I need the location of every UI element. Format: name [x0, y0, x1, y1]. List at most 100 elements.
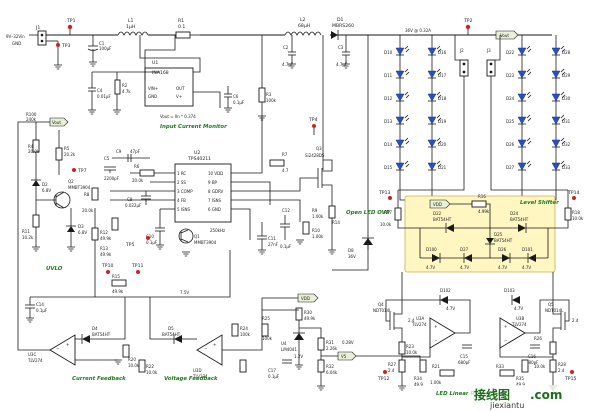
resistor-r21: R21 1.00k	[430, 364, 455, 385]
uvlo-vin-tag: Vout	[52, 120, 61, 125]
u2-pin-vdd: 10 VDD	[208, 171, 223, 176]
r26-value: 10.0k	[534, 364, 546, 369]
r2-value: 4.7k	[122, 89, 131, 94]
r2-ref: R2	[122, 83, 128, 88]
ground-icon	[113, 109, 121, 115]
u4-ref: U4	[281, 341, 287, 346]
r13-ref: R13	[100, 246, 108, 251]
d8-ref: D8	[348, 248, 354, 253]
r18-ref: R18	[572, 210, 580, 215]
linear-regulators: Q4 NDT014L Q5 NDT014L + − U3A TLV274 + −…	[356, 272, 579, 397]
tp13-label: TP13	[378, 190, 390, 196]
svg-text:VIN+: VIN+	[148, 86, 158, 91]
u2-pin-ss: 2 SS	[177, 180, 186, 185]
ovp-block: Open LED OVP D8 36V R14	[332, 210, 390, 271]
d5-part: BAT54HT	[162, 332, 181, 337]
d100-value: 4.7V	[426, 265, 435, 270]
u3d-part: TLV274	[192, 374, 208, 379]
led-label: D33	[562, 165, 571, 170]
c15-ref: C15	[460, 354, 468, 359]
r6-ref: R6	[134, 164, 140, 169]
resistor-r17: R17 10.0k	[380, 190, 420, 229]
r16-value: 4.99k	[478, 209, 490, 214]
svg-text:GND: GND	[148, 94, 157, 99]
r12-ref: R12	[100, 230, 108, 235]
led-d12: D12	[384, 91, 410, 102]
r22-value: 10.0k	[146, 370, 158, 375]
capacitor-c16: C16 680pF	[526, 344, 540, 365]
r24-ref: R24	[240, 326, 248, 331]
input-jack: J1 9V–32Vin GND	[6, 25, 47, 46]
q4-part: NDT014L	[373, 308, 392, 313]
r10-value: 1.00k	[312, 234, 324, 239]
capacitor-c1: C1 100µF	[87, 35, 112, 62]
j2-ref: J2	[459, 48, 464, 53]
svg-text:+: +	[434, 324, 437, 329]
r7-value: 4.7	[282, 168, 289, 173]
c9-ref: C9	[116, 149, 122, 154]
led-d24: D24	[506, 91, 532, 102]
capacitor-c5: C5 2200pF	[104, 156, 120, 181]
r100-value: 240k	[26, 117, 37, 122]
r3-value: 100k	[266, 98, 277, 103]
capacitor-c12: C12 0.1µF	[280, 208, 292, 249]
vout-tag: Vout	[495, 30, 519, 40]
l2-ref: L2	[300, 17, 306, 23]
led-label: D28	[562, 50, 571, 55]
jumper-j2: J2	[459, 48, 469, 77]
svg-text:+: +	[66, 342, 69, 347]
ground-icon	[328, 249, 336, 255]
d102-ref: D102	[440, 288, 451, 293]
ground-icon	[317, 385, 325, 391]
led-d19: D19	[427, 114, 447, 125]
c5-value: 2200pF	[104, 176, 120, 181]
tp11-label: TP11	[131, 263, 143, 269]
u2-pin-comp: 3 COMP	[177, 189, 193, 194]
u2-pin-bp: 9 BP	[208, 180, 218, 185]
diode-d1: D1 MBRS260	[331, 17, 354, 40]
r31-value: 2.26k	[326, 346, 338, 351]
led-d30: D30	[551, 91, 571, 102]
controller-u2: U2 TPS40211 1 RC 2 SS 3 COMP 4 FB 5 ISNS…	[174, 150, 232, 233]
svg-text:+: +	[504, 324, 507, 329]
c1-ref: C1	[99, 41, 105, 46]
tp7-label: TP7	[77, 168, 87, 174]
q2-part: MMBT3904	[68, 185, 91, 190]
led-label: D14	[384, 142, 393, 147]
u3b-part: TLV274	[511, 322, 527, 327]
led-label: D25	[506, 119, 515, 124]
testpoint-tp10: TP10	[101, 263, 113, 274]
current-feedback-caption: Current Feedback	[72, 376, 126, 382]
watermark: 接线图 .com jiexiantu	[468, 385, 588, 410]
testpoint-tp5: TP5	[125, 236, 150, 248]
led-d13: D13	[384, 114, 410, 125]
voltage-feedback-caption: Voltage Feedback	[164, 376, 218, 382]
feedback-block: TP10 TP11 R15 49.9k C14 0.1µF − + U3C TL…	[17, 121, 273, 382]
resistor-r34: R34 49.9	[414, 359, 427, 387]
tp4-label: TP4	[308, 117, 318, 123]
led-label: D22	[506, 50, 515, 55]
r7-ref: R7	[282, 152, 288, 157]
r35-value: 49.9	[516, 382, 525, 387]
r22-ref: R22	[146, 364, 154, 369]
d8-value: 36V	[348, 254, 356, 259]
led-d18: D18	[427, 91, 447, 102]
d5-ref: D5	[168, 326, 174, 331]
capacitor-c9: C9 47pF	[112, 149, 150, 162]
r5-ref: R5	[64, 146, 70, 151]
led-label: D13	[384, 119, 393, 124]
r17-value: 10.0k	[380, 222, 392, 227]
led-label: D11	[384, 73, 393, 78]
capacitor-c14: C14 0.1µF	[25, 297, 48, 318]
led-label: D15	[384, 165, 393, 170]
capacitor-c10: C10 0.1µF	[146, 209, 165, 245]
ground-icon	[258, 249, 266, 255]
d103-ref: D103	[504, 288, 515, 293]
svg-text:+: +	[213, 342, 216, 347]
capacitor-c2: 4.7µF C2	[282, 35, 296, 67]
ground-icon	[89, 61, 97, 67]
c2-value: 4.7µF	[282, 62, 294, 67]
tp10-label: TP10	[101, 263, 113, 269]
q5-ref: Q5	[548, 302, 554, 307]
testpoint-tp1: TP1	[66, 18, 76, 35]
